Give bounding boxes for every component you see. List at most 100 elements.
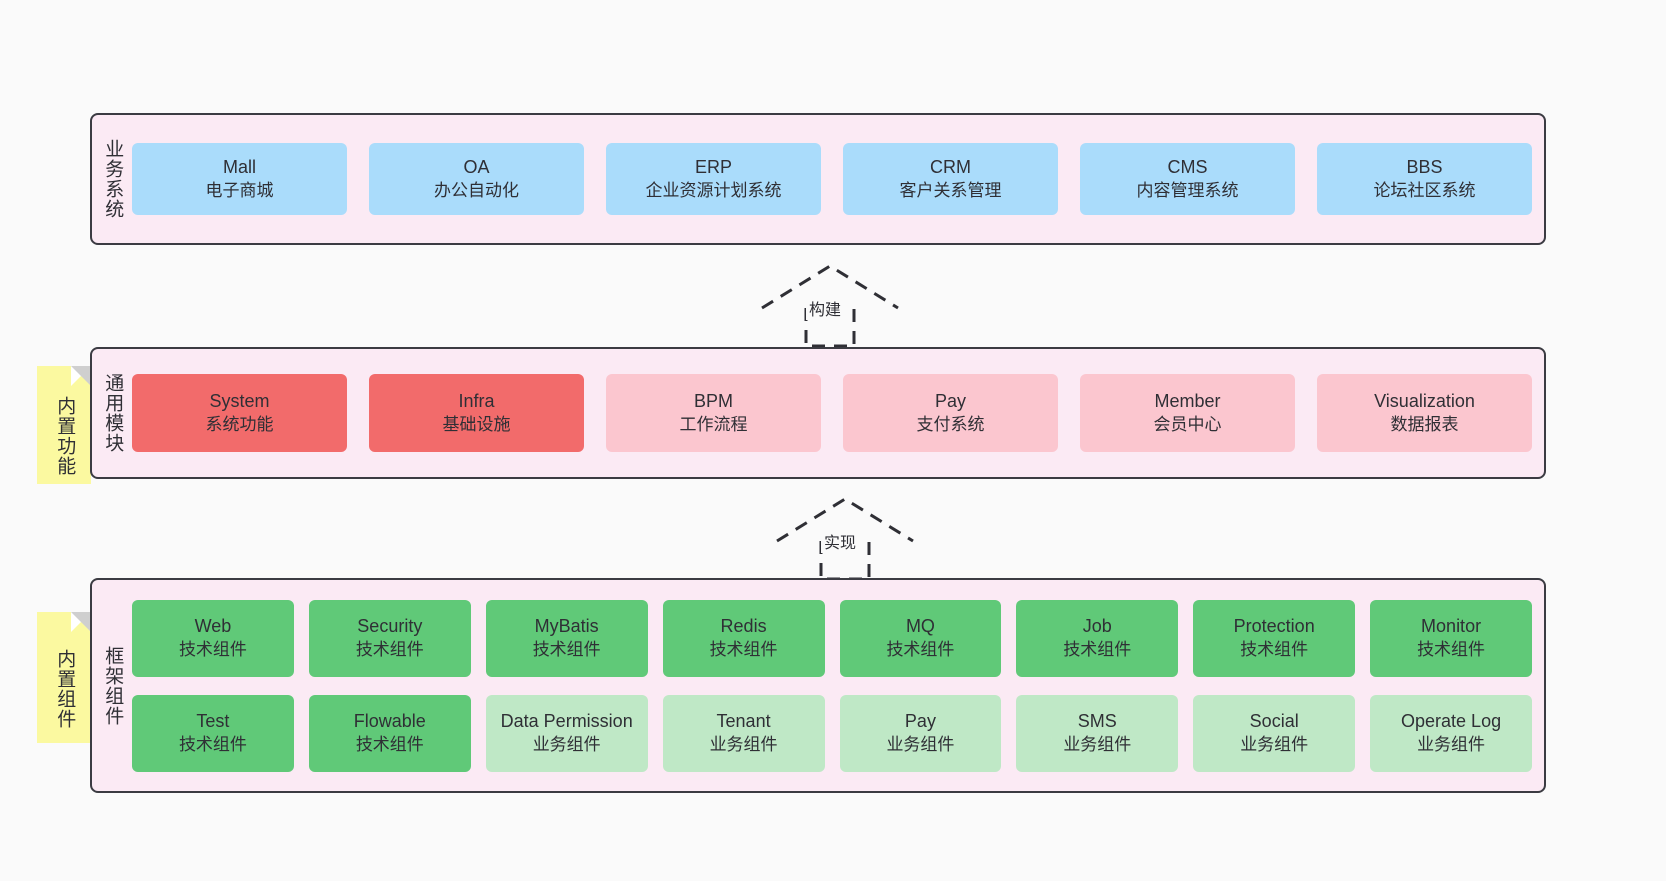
card-test[interactable]: Test 技术组件 bbox=[132, 694, 294, 772]
card-subtitle: 办公自动化 bbox=[434, 180, 519, 200]
card-title: SMS bbox=[1077, 710, 1117, 731]
card-title: Web bbox=[194, 615, 232, 636]
card-title: ERP bbox=[694, 156, 732, 177]
layer-framework-component: 框架组件 Web 技术组件 Security 技术组件 MyBatis 技术组件 bbox=[90, 578, 1546, 793]
card-title: Infra bbox=[458, 390, 495, 411]
card-mall[interactable]: Mall 电子商城 bbox=[132, 143, 347, 215]
card-title: BBS bbox=[1406, 156, 1443, 177]
layer-body-common-module: System 系统功能 Infra 基础设施 BPM 工作流程 Pay 支付系统… bbox=[132, 349, 1544, 477]
card-title: Security bbox=[357, 615, 423, 636]
card-subtitle: 技术组件 bbox=[709, 639, 778, 659]
card-subtitle: 技术组件 bbox=[886, 639, 955, 659]
card-subtitle: 技术组件 bbox=[355, 639, 424, 659]
card-subtitle: 技术组件 bbox=[355, 734, 424, 754]
card-row: Web 技术组件 Security 技术组件 MyBatis 技术组件 Redi… bbox=[132, 599, 1532, 677]
card-subtitle: 业务组件 bbox=[532, 734, 601, 754]
card-subtitle: 业务组件 bbox=[1240, 734, 1309, 754]
card-job[interactable]: Job 技术组件 bbox=[1016, 599, 1179, 677]
card-subtitle: 技术组件 bbox=[1240, 639, 1309, 659]
card-title: Data Permission bbox=[500, 710, 633, 731]
card-title: Test bbox=[196, 710, 230, 731]
card-cms[interactable]: CMS 内容管理系统 bbox=[1080, 143, 1295, 215]
card-sms[interactable]: SMS 业务组件 bbox=[1016, 694, 1179, 772]
card-title: Member bbox=[1154, 390, 1221, 411]
card-subtitle: 业务组件 bbox=[709, 734, 778, 754]
card-pay-component[interactable]: Pay 业务组件 bbox=[839, 694, 1002, 772]
card-subtitle: 业务组件 bbox=[1063, 734, 1132, 754]
layer-body-business-system: Mall 电子商城 OA 办公自动化 ERP 企业资源计划系统 CRM 客户关系… bbox=[132, 115, 1544, 243]
card-subtitle: 业务组件 bbox=[886, 734, 955, 754]
card-subtitle: 客户关系管理 bbox=[899, 180, 1002, 200]
card-subtitle: 系统功能 bbox=[205, 414, 274, 434]
card-infra[interactable]: Infra 基础设施 bbox=[369, 374, 584, 452]
card-title: Monitor bbox=[1421, 615, 1482, 636]
card-pay[interactable]: Pay 支付系统 bbox=[843, 374, 1058, 452]
card-title: Pay bbox=[934, 390, 967, 411]
card-visualization[interactable]: Visualization 数据报表 bbox=[1317, 374, 1532, 452]
card-subtitle: 技术组件 bbox=[1063, 639, 1132, 659]
card-subtitle: 企业资源计划系统 bbox=[645, 180, 782, 200]
card-subtitle: 支付系统 bbox=[916, 414, 985, 434]
card-bpm[interactable]: BPM 工作流程 bbox=[606, 374, 821, 452]
card-title: Protection bbox=[1233, 615, 1315, 636]
connector-implement-label: 实现 bbox=[821, 529, 860, 553]
card-mybatis[interactable]: MyBatis 技术组件 bbox=[485, 599, 648, 677]
card-title: Tenant bbox=[716, 710, 771, 731]
card-subtitle: 会员中心 bbox=[1153, 414, 1222, 434]
connector-implement: 实现 bbox=[775, 495, 915, 581]
card-subtitle: 技术组件 bbox=[1417, 639, 1486, 659]
card-bbs[interactable]: BBS 论坛社区系统 bbox=[1317, 143, 1532, 215]
card-row: Mall 电子商城 OA 办公自动化 ERP 企业资源计划系统 CRM 客户关系… bbox=[132, 143, 1532, 215]
card-subtitle: 数据报表 bbox=[1390, 414, 1459, 434]
card-web[interactable]: Web 技术组件 bbox=[132, 599, 294, 677]
note-fold-shadow-icon bbox=[71, 366, 91, 386]
card-security[interactable]: Security 技术组件 bbox=[308, 599, 471, 677]
card-grid: Web 技术组件 Security 技术组件 MyBatis 技术组件 Redi… bbox=[132, 599, 1532, 772]
card-subtitle: 技术组件 bbox=[532, 639, 601, 659]
card-title: Flowable bbox=[353, 710, 426, 731]
card-data-permission[interactable]: Data Permission 业务组件 bbox=[485, 694, 648, 772]
card-member[interactable]: Member 会员中心 bbox=[1080, 374, 1295, 452]
card-tenant[interactable]: Tenant 业务组件 bbox=[662, 694, 825, 772]
card-operate-log[interactable]: Operate Log 业务组件 bbox=[1370, 694, 1532, 772]
card-oa[interactable]: OA 办公自动化 bbox=[369, 143, 584, 215]
card-title: MQ bbox=[905, 615, 935, 636]
card-redis[interactable]: Redis 技术组件 bbox=[662, 599, 825, 677]
card-title: Social bbox=[1249, 710, 1299, 731]
card-subtitle: 技术组件 bbox=[178, 639, 247, 659]
card-row: System 系统功能 Infra 基础设施 BPM 工作流程 Pay 支付系统… bbox=[132, 374, 1532, 452]
card-title: Visualization bbox=[1374, 390, 1475, 411]
card-subtitle: 工作流程 bbox=[679, 414, 748, 434]
card-flowable[interactable]: Flowable 技术组件 bbox=[308, 694, 471, 772]
card-protection[interactable]: Protection 技术组件 bbox=[1193, 599, 1356, 677]
card-title: Redis bbox=[720, 615, 767, 636]
card-title: Mall bbox=[222, 156, 256, 177]
layer-business-system: 业务系统 Mall 电子商城 OA 办公自动化 ERP 企业资源计划系统 CRM… bbox=[90, 113, 1546, 245]
layer-label-framework-component: 框架组件 bbox=[102, 645, 124, 726]
card-subtitle: 技术组件 bbox=[178, 734, 247, 754]
card-title: Pay bbox=[904, 710, 936, 731]
card-title: MyBatis bbox=[534, 615, 599, 636]
card-subtitle: 电子商城 bbox=[205, 180, 274, 200]
card-erp[interactable]: ERP 企业资源计划系统 bbox=[606, 143, 821, 215]
card-monitor[interactable]: Monitor 技术组件 bbox=[1370, 599, 1532, 677]
card-title: CMS bbox=[1167, 156, 1208, 177]
note-fold-shadow-icon bbox=[71, 612, 91, 632]
card-social[interactable]: Social 业务组件 bbox=[1193, 694, 1356, 772]
card-subtitle: 内容管理系统 bbox=[1136, 180, 1239, 200]
card-crm[interactable]: CRM 客户关系管理 bbox=[843, 143, 1058, 215]
card-title: Job bbox=[1082, 615, 1112, 636]
card-mq[interactable]: MQ 技术组件 bbox=[839, 599, 1002, 677]
layer-body-framework-component: Web 技术组件 Security 技术组件 MyBatis 技术组件 Redi… bbox=[132, 580, 1544, 791]
card-subtitle: 业务组件 bbox=[1417, 734, 1486, 754]
connector-build: 构建 bbox=[760, 262, 900, 348]
card-system[interactable]: System 系统功能 bbox=[132, 374, 347, 452]
layer-label-common-module: 通用模块 bbox=[102, 373, 124, 453]
sticky-note-builtin-components: 内置组件 bbox=[37, 612, 91, 743]
card-title: BPM bbox=[693, 390, 733, 411]
sticky-note-label: 内置组件 bbox=[54, 648, 76, 729]
connector-build-label: 构建 bbox=[806, 296, 845, 320]
layer-label-business-system: 业务系统 bbox=[102, 139, 124, 219]
sticky-note-builtin-functions: 内置功能 bbox=[37, 366, 91, 484]
